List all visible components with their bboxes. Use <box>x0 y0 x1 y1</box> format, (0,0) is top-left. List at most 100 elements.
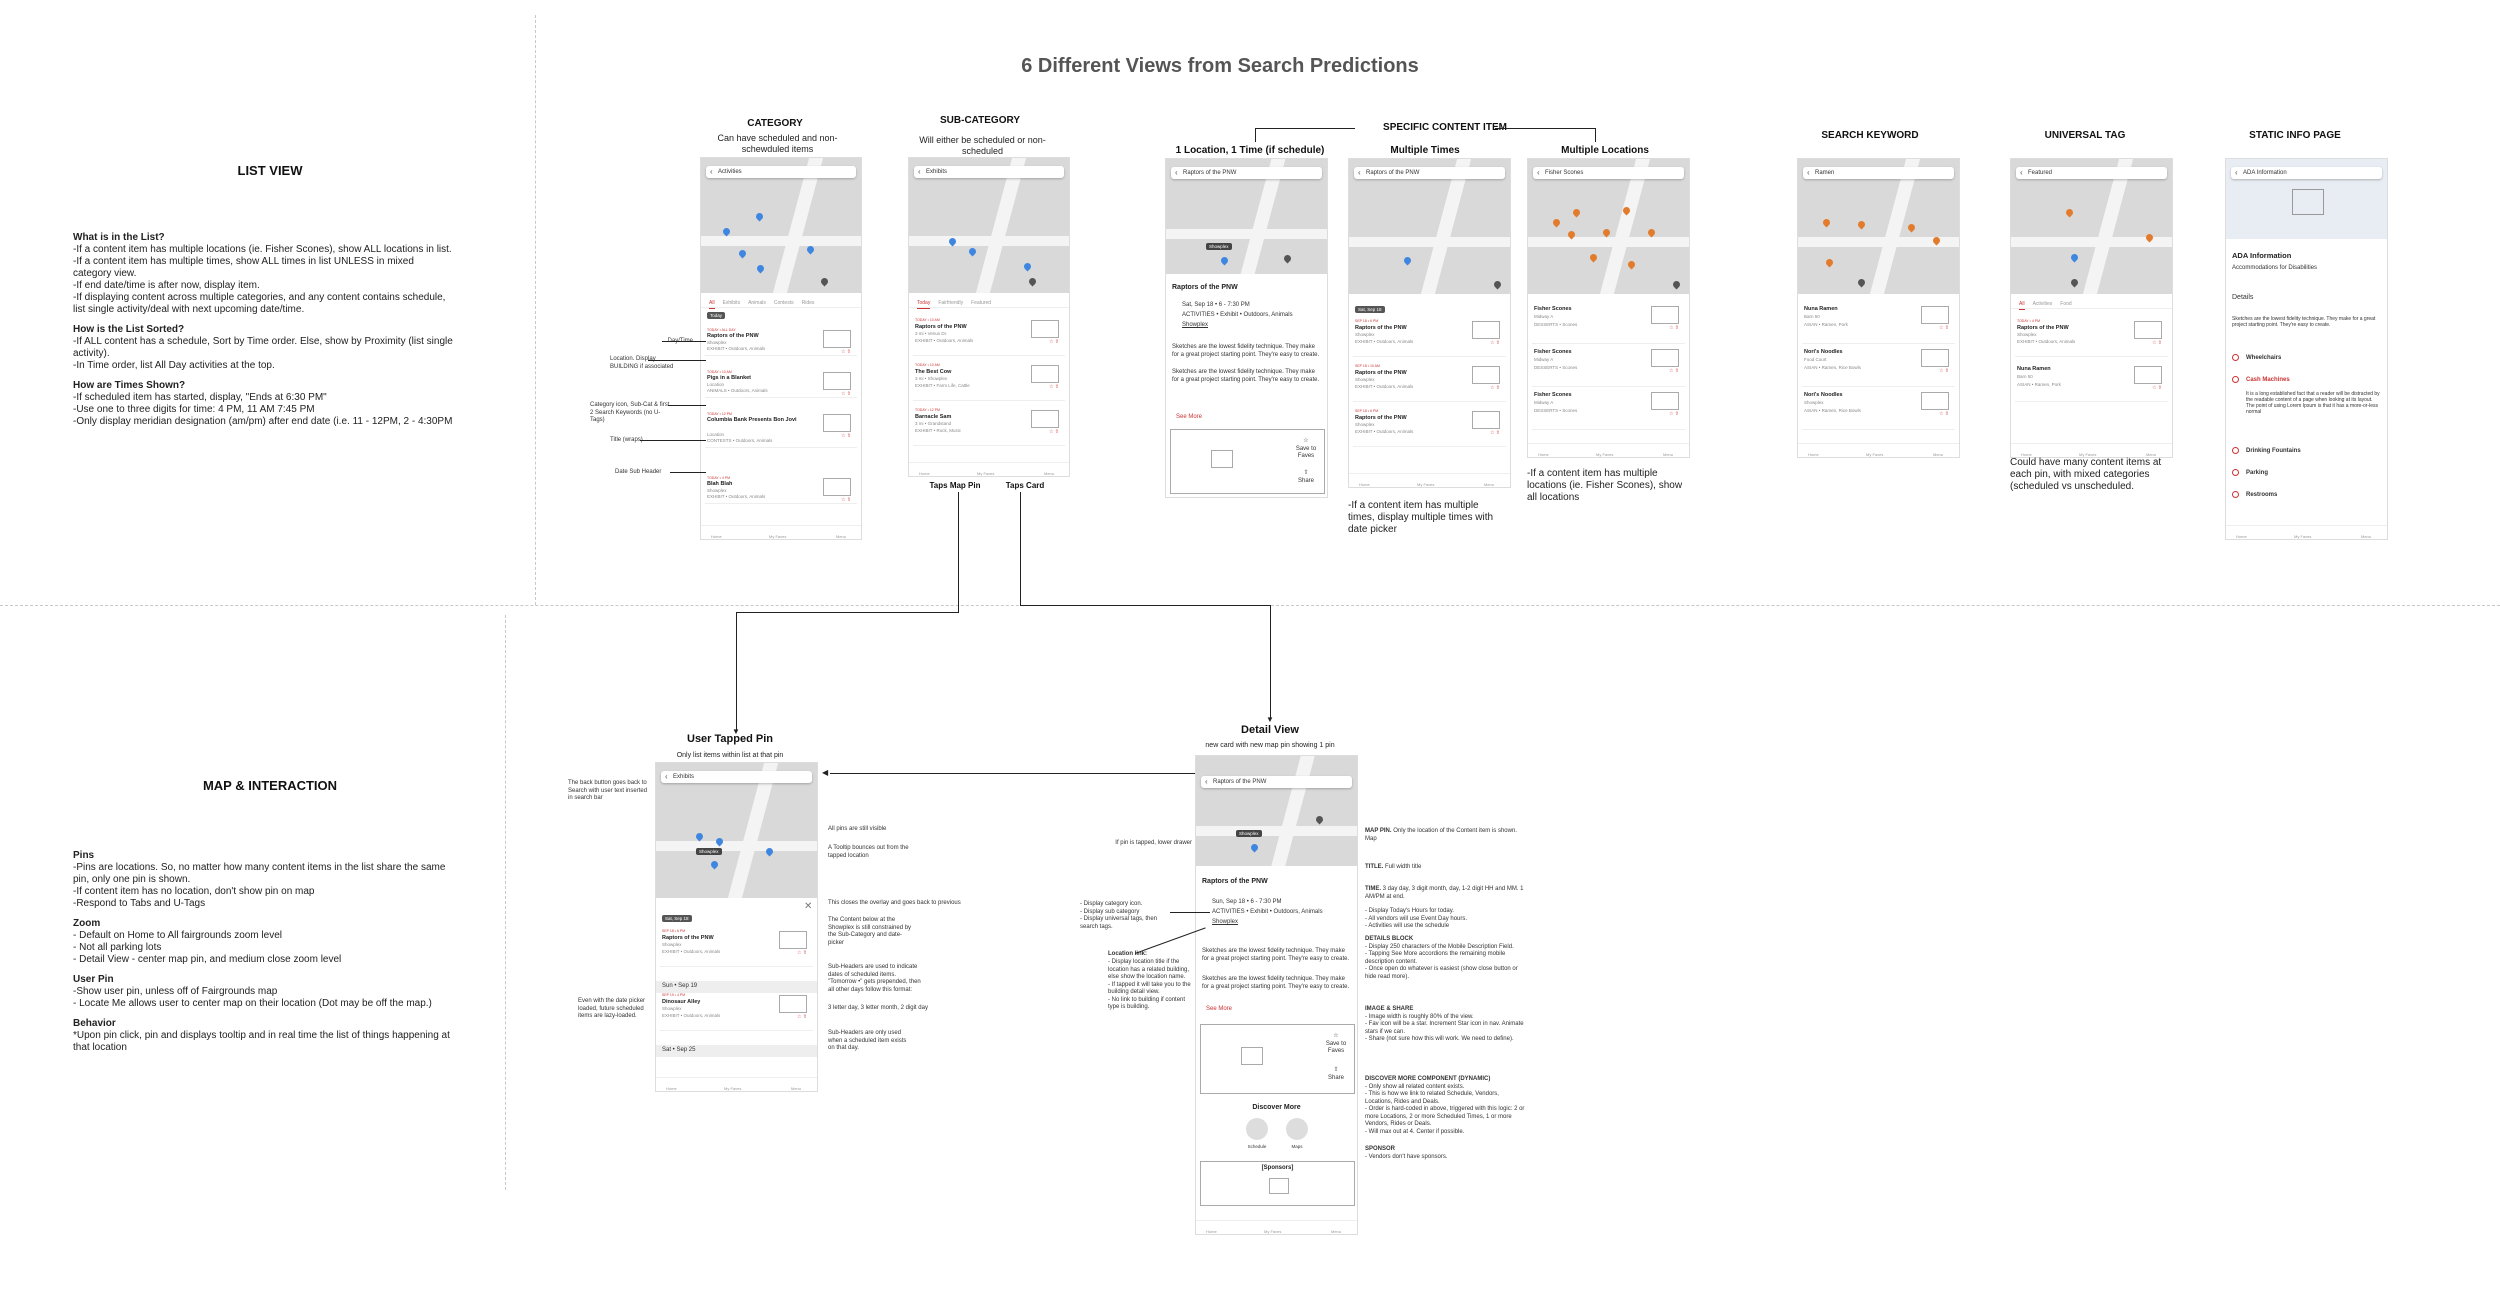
nav-menu[interactable]: Menu <box>836 534 847 539</box>
tab-featured[interactable]: Featured <box>971 300 992 306</box>
divider-bottom <box>505 615 506 1190</box>
search-bar[interactable]: Raptors of the PNW <box>1201 776 1352 788</box>
map[interactable]: Ramen <box>1798 159 1959 294</box>
sponsors-block[interactable]: [Sponsors] <box>1200 1161 1355 1206</box>
tab-contests[interactable]: Contests <box>773 300 794 306</box>
search-bar[interactable]: Featured <box>2016 167 2167 179</box>
multiple-times-label: Multiple Times <box>1390 145 1460 156</box>
map[interactable]: Exhibits <box>909 158 1069 293</box>
accordion-item[interactable]: Restrooms <box>2246 492 2278 498</box>
see-more-link[interactable]: See More <box>1206 1006 1233 1012</box>
date-picker[interactable]: Sat, Sep 18 <box>662 915 692 922</box>
search-bar[interactable]: ADA Information <box>2231 167 2382 179</box>
share-button[interactable]: ⇧Share <box>1297 470 1314 484</box>
image-placeholder-icon <box>1031 410 1059 428</box>
star-icon[interactable]: ☆ ⇧ <box>840 391 851 397</box>
map[interactable]: Raptors of the PNW <box>1349 159 1510 294</box>
search-bar[interactable]: Fisher Scones <box>1533 167 1684 179</box>
date-picker[interactable]: Sat, Sep 18 <box>1355 306 1385 313</box>
detail-title: Raptors of the PNW <box>1172 284 1238 291</box>
nav-faves[interactable]: My Faves <box>769 534 787 539</box>
map[interactable]: Featured <box>2011 159 2172 294</box>
see-more-link[interactable]: See More <box>1176 414 1203 420</box>
tab-all[interactable]: All <box>709 298 715 309</box>
image-share-block: ☆Save to Faves ⇧Share <box>1170 429 1325 494</box>
detail-view-label: Detail View <box>1241 724 1299 736</box>
star-icon[interactable]: ☆ ⇧ <box>840 433 851 439</box>
tab-rides[interactable]: Rides <box>801 300 815 306</box>
location-link[interactable]: Showplex <box>1182 322 1209 328</box>
map[interactable]: Fisher Scones <box>1528 159 1689 294</box>
image-placeholder-icon <box>1031 320 1059 338</box>
category-tabs[interactable]: All Exhibits Animals Contests Rides <box>701 298 861 309</box>
map[interactable]: Showplex Raptors of the PNW <box>1166 159 1327 274</box>
subcategory-tabs[interactable]: Today Fairfriendly Featured <box>909 298 1069 309</box>
save-to-faves[interactable]: ☆Save to Faves <box>1295 438 1317 459</box>
search-bar[interactable]: Ramen <box>1803 167 1954 179</box>
today-button[interactable]: Today <box>707 312 726 319</box>
tab-fairfriendly[interactable]: Fairfriendly <box>938 300 964 306</box>
map[interactable]: Showplex Raptors of the PNW <box>1196 756 1357 866</box>
search-bar[interactable]: Raptors of the PNW <box>1171 167 1322 179</box>
tab-today[interactable]: Today <box>917 298 931 309</box>
star-icon[interactable]: ☆ ⇧ <box>1048 429 1059 435</box>
star-icon[interactable]: ☆ ⇧ <box>1048 339 1059 345</box>
save-to-faves[interactable]: ☆Save to Faves <box>1325 1033 1347 1054</box>
share-button[interactable]: ⇧Share <box>1327 1067 1344 1081</box>
search-bar[interactable]: Exhibits <box>661 771 812 783</box>
image-placeholder-icon <box>1031 365 1059 383</box>
close-icon[interactable]: ✕ <box>804 901 813 912</box>
discover-schedule-icon[interactable] <box>1246 1118 1268 1140</box>
accordion-item[interactable]: Wheelchairs <box>2246 355 2282 361</box>
tab-animals[interactable]: Animals <box>748 300 766 306</box>
tab-exhibits[interactable]: Exhibits <box>722 300 741 306</box>
what-body: -If a content item has multiple location… <box>73 244 452 315</box>
star-icon[interactable]: ☆ ⇧ <box>840 349 851 355</box>
location-link[interactable]: Showplex <box>1212 919 1239 925</box>
accordion-item[interactable]: Drinking Fountains <box>2246 448 2301 454</box>
discover-item-label: Maps <box>1291 1144 1303 1149</box>
search-bar[interactable]: Exhibits <box>914 166 1064 178</box>
accordion-item[interactable]: Cash Machines <box>2246 377 2290 383</box>
map[interactable]: Showplex Exhibits <box>656 763 817 898</box>
star-icon[interactable]: ☆ ⇧ <box>840 497 851 503</box>
search-bar[interactable]: Activities <box>706 166 856 178</box>
star-icon[interactable]: ☆ ⇧ <box>1048 384 1059 390</box>
discover-maps-icon[interactable] <box>1286 1118 1308 1140</box>
map[interactable]: Activities <box>701 158 861 293</box>
accordion-item[interactable]: Parking <box>2246 470 2269 476</box>
search-bar[interactable]: Raptors of the PNW <box>1354 167 1505 179</box>
bottom-nav[interactable]: Home My Faves Menu <box>701 525 861 539</box>
static-intro: Sketches are the lowest fidelity techniq… <box>2232 316 2376 328</box>
nav-home[interactable]: Home <box>711 534 722 539</box>
